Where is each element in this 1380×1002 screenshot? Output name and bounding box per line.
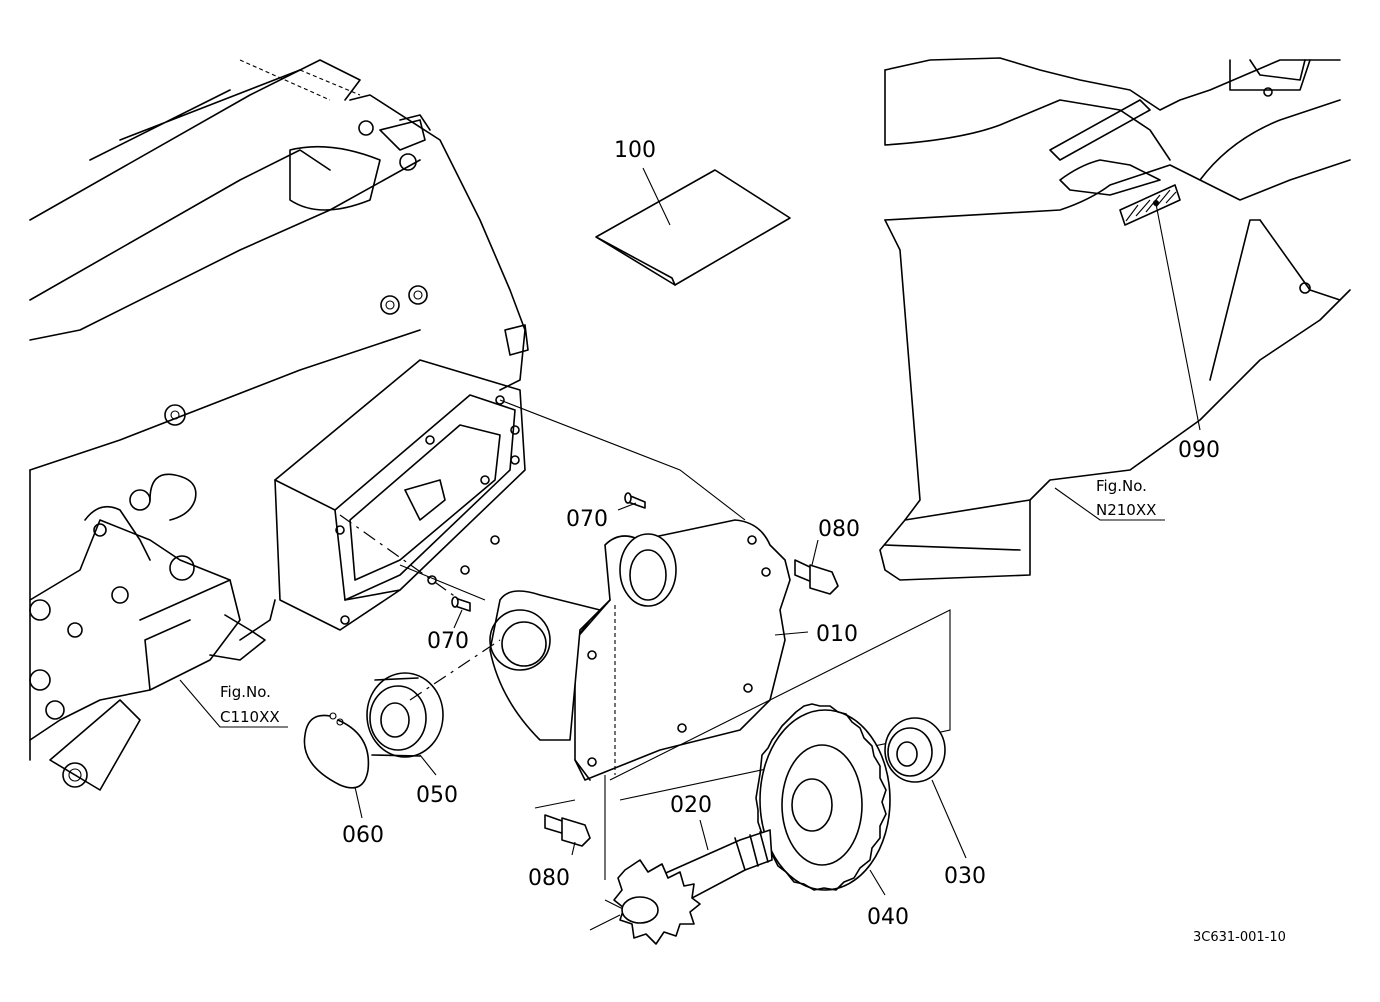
- drawing-number: 3C631-001-10: [1193, 930, 1286, 945]
- ref-c110xx-line1: Fig.No.: [220, 683, 271, 701]
- decal-090: [1119, 184, 1181, 226]
- gear-040: [755, 703, 891, 891]
- ref-n210xx-line1: Fig.No.: [1096, 477, 1147, 495]
- part-label-080-upper: 080: [818, 517, 860, 542]
- pinion-shaft-020: [613, 829, 773, 945]
- part-label-090: 090: [1178, 438, 1220, 463]
- pin-070-upper: [624, 492, 646, 509]
- bearing-030: [884, 717, 946, 783]
- part-label-070-upper: 070: [566, 507, 608, 532]
- ref-c110xx-line2: C110XX: [220, 708, 280, 726]
- part-label-010: 010: [816, 622, 858, 647]
- part-label-060: 060: [342, 823, 384, 848]
- part-label-080-lower: 080: [528, 866, 570, 891]
- pin-070-lower: [451, 596, 471, 612]
- transmission-housing: [29, 59, 746, 791]
- bolt-080-upper: [794, 559, 839, 595]
- snap-ring-060: [303, 712, 370, 789]
- fender-panel: [879, 57, 1351, 581]
- part-label-050: 050: [416, 783, 458, 808]
- ref-n210xx-line2: N210XX: [1096, 501, 1156, 519]
- part-label-040: 040: [867, 905, 909, 930]
- bolt-080-lower: [544, 814, 591, 847]
- part-label-020: 020: [670, 793, 712, 818]
- part-label-070-lower: 070: [427, 629, 469, 654]
- bearing-050: [366, 672, 444, 758]
- part-label-100: 100: [614, 138, 656, 163]
- label-sheet-100: [595, 169, 791, 286]
- part-label-030: 030: [944, 864, 986, 889]
- leader-lines: [179, 167, 1201, 896]
- cover-plate-010: [489, 519, 791, 781]
